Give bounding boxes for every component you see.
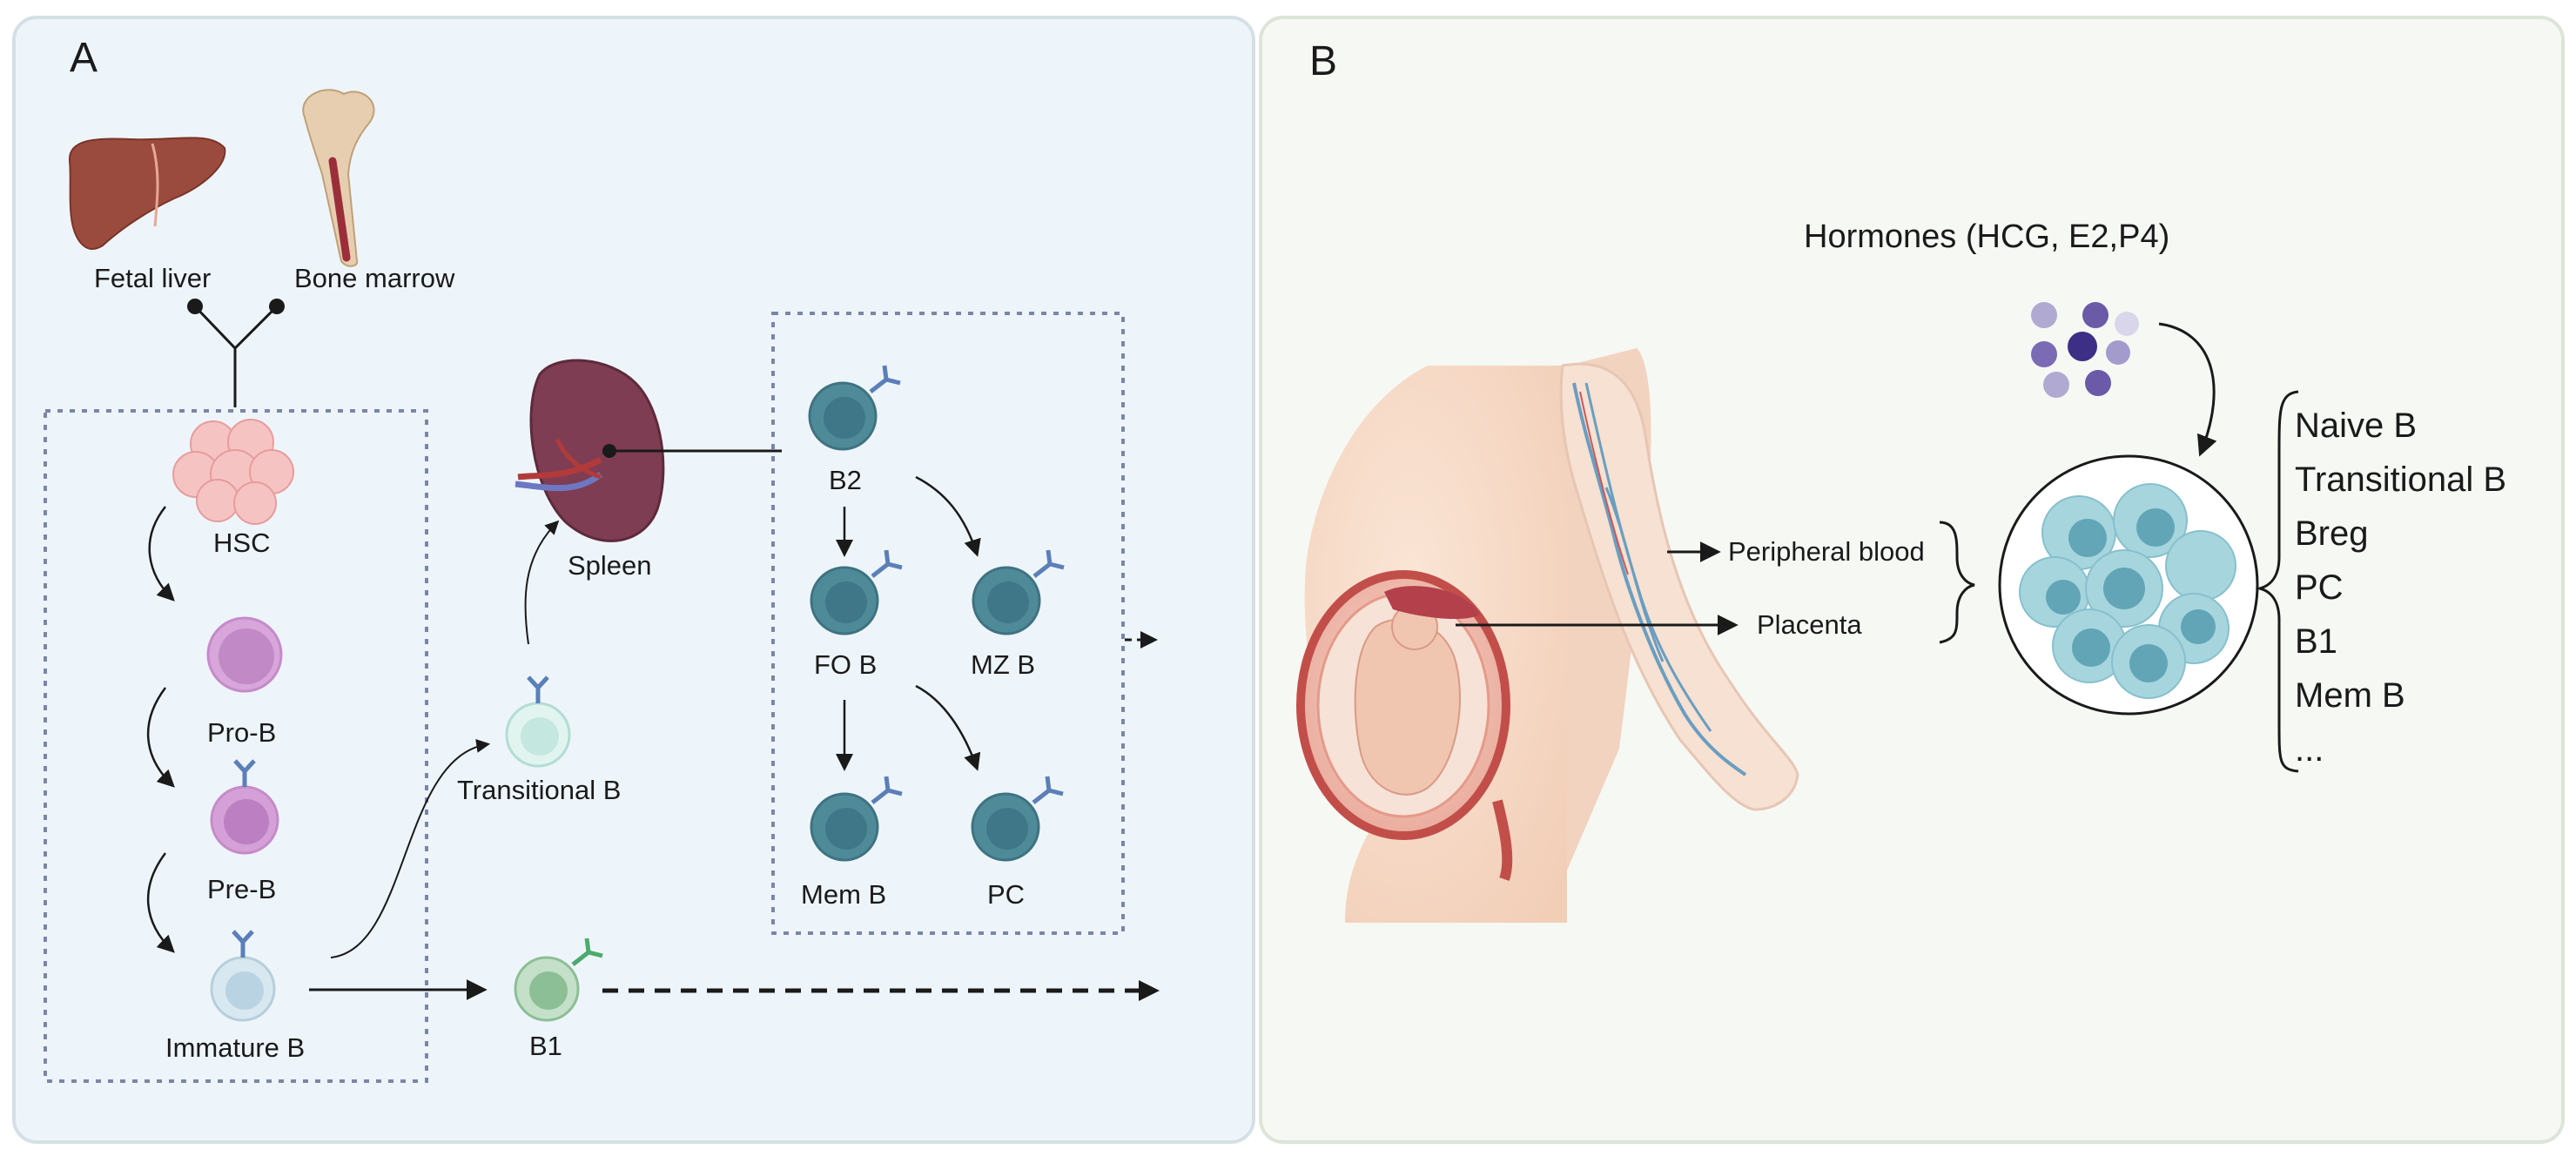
b-cell-population-circle — [1998, 454, 2259, 716]
subset-item: B1 — [2295, 622, 2337, 661]
fetal-liver-label: Fetal liver — [94, 263, 211, 293]
panel-a-letter: A — [70, 35, 98, 81]
pc-label: PC — [987, 879, 1025, 910]
bone-marrow-icon — [302, 89, 375, 267]
immature-b-cell — [210, 930, 276, 1022]
origin-connector — [193, 305, 279, 407]
peripheral-blood-label: Peripheral blood — [1728, 536, 1925, 567]
panel-b-letter: B — [1309, 38, 1337, 84]
subset-item: Naive B — [2295, 407, 2417, 445]
subset-item: PC — [2295, 568, 2344, 607]
hsc-cell-cluster — [172, 419, 294, 525]
spleen-subset-box — [771, 312, 1125, 935]
b1-label: B1 — [529, 1031, 562, 1061]
b-cell-subset-list: Naive B Transitional B Breg PC B1 Mem B … — [2295, 407, 2506, 769]
connector-dot — [269, 299, 285, 314]
spleen-label: Spleen — [568, 550, 652, 581]
arrowhead — [1140, 631, 1158, 649]
b2-label: B2 — [829, 465, 862, 495]
placenta-label: Placenta — [1757, 609, 1862, 640]
subset-item: Transitional B — [2295, 460, 2506, 499]
arrow-to-transitional — [330, 739, 491, 958]
subset-item: Mem B — [2295, 676, 2405, 715]
fo-b-cell — [810, 549, 903, 635]
mz-b-label: MZ B — [971, 649, 1035, 680]
sites-brace — [1939, 521, 1975, 644]
mem-b-label: Mem B — [801, 879, 886, 910]
hormones-label: Hormones (HCG, E2,P4) — [1804, 218, 2169, 255]
hsc-label: HSC — [213, 528, 270, 558]
spleen-subset-arrows — [836, 475, 981, 771]
pre-b-cell — [210, 759, 279, 855]
connector-dot — [187, 299, 203, 314]
panel-b: B Peripheral blood — [1259, 16, 2565, 1144]
immature-b-label: Immature B — [165, 1032, 305, 1063]
pre-b-label: Pre-B — [207, 874, 276, 904]
transitional-b-cell — [505, 675, 571, 768]
panel-a: A Fetal liver Bone marrow — [12, 16, 1255, 1144]
fo-b-label: FO B — [814, 649, 877, 680]
hormone-effect-arrow — [2158, 322, 2217, 457]
arrowhead — [1139, 980, 1160, 1001]
fetal-liver-icon — [68, 137, 226, 250]
b2-cell — [808, 365, 901, 451]
subset-item: Breg — [2295, 514, 2369, 553]
development-arrows — [146, 506, 175, 953]
bone-marrow-label: Bone marrow — [294, 263, 455, 293]
subset-list-brace — [2255, 390, 2299, 773]
bone-marrow-development-box — [44, 409, 428, 1083]
hormone-molecules — [2031, 302, 2139, 398]
transitional-b-label: Transitional B — [457, 775, 621, 805]
pro-b-cell — [206, 616, 283, 693]
spleen-icon — [515, 359, 665, 542]
arm-illustration — [1559, 362, 1799, 811]
arrow-to-spleen — [524, 520, 560, 645]
pro-b-label: Pro-B — [207, 717, 276, 748]
subset-item: ... — [2295, 730, 2324, 769]
b1-cell — [514, 938, 603, 1022]
mz-b-cell — [972, 549, 1065, 635]
pc-cell — [971, 776, 1064, 862]
mem-b-cell — [810, 776, 903, 862]
